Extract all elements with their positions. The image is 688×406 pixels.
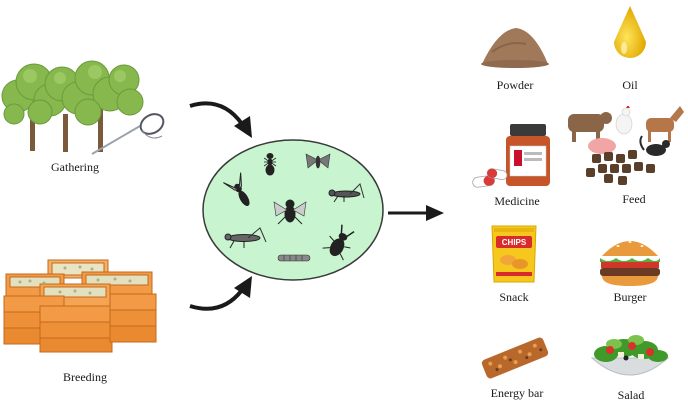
chips-bag-icon: CHIPS bbox=[491, 225, 537, 283]
burger-label: Burger bbox=[613, 290, 647, 304]
feed-label: Feed bbox=[622, 192, 646, 206]
breeding-arrow bbox=[189, 276, 252, 311]
wasp-icon bbox=[223, 172, 250, 207]
moth-icon bbox=[305, 153, 331, 169]
products-arrow bbox=[388, 205, 444, 221]
breeding-label: Breeding bbox=[63, 370, 107, 384]
powder-label: Powder bbox=[496, 78, 534, 92]
fly-icon bbox=[273, 199, 307, 225]
burger-icon bbox=[600, 241, 660, 286]
oil-drop-icon bbox=[614, 6, 646, 58]
larva-icon bbox=[277, 254, 311, 262]
grasshopper-icon bbox=[328, 183, 365, 203]
snack-label: Snack bbox=[499, 290, 529, 304]
energy-bar-label: Energy bar bbox=[490, 386, 544, 400]
chips-text: CHIPS bbox=[502, 238, 527, 247]
tree-icon bbox=[1, 60, 144, 152]
beetle-icon bbox=[322, 224, 355, 261]
insect-circle-icon bbox=[202, 139, 384, 281]
powder-icon bbox=[481, 28, 549, 68]
medicine-label: Medicine bbox=[494, 194, 540, 208]
salad-icon bbox=[590, 335, 670, 376]
insect-net-icon bbox=[91, 113, 165, 155]
gathering-arrow bbox=[189, 101, 252, 138]
locust-icon bbox=[224, 227, 267, 249]
energy-bar-icon bbox=[481, 337, 549, 379]
oil-label: Oil bbox=[622, 78, 638, 92]
breeding-crate-icon bbox=[3, 259, 157, 353]
medicine-icon bbox=[472, 124, 550, 188]
ant-icon bbox=[263, 153, 277, 176]
livestock-feed-icon bbox=[568, 106, 684, 185]
salad-label: Salad bbox=[617, 388, 645, 402]
gathering-label: Gathering bbox=[51, 160, 99, 174]
